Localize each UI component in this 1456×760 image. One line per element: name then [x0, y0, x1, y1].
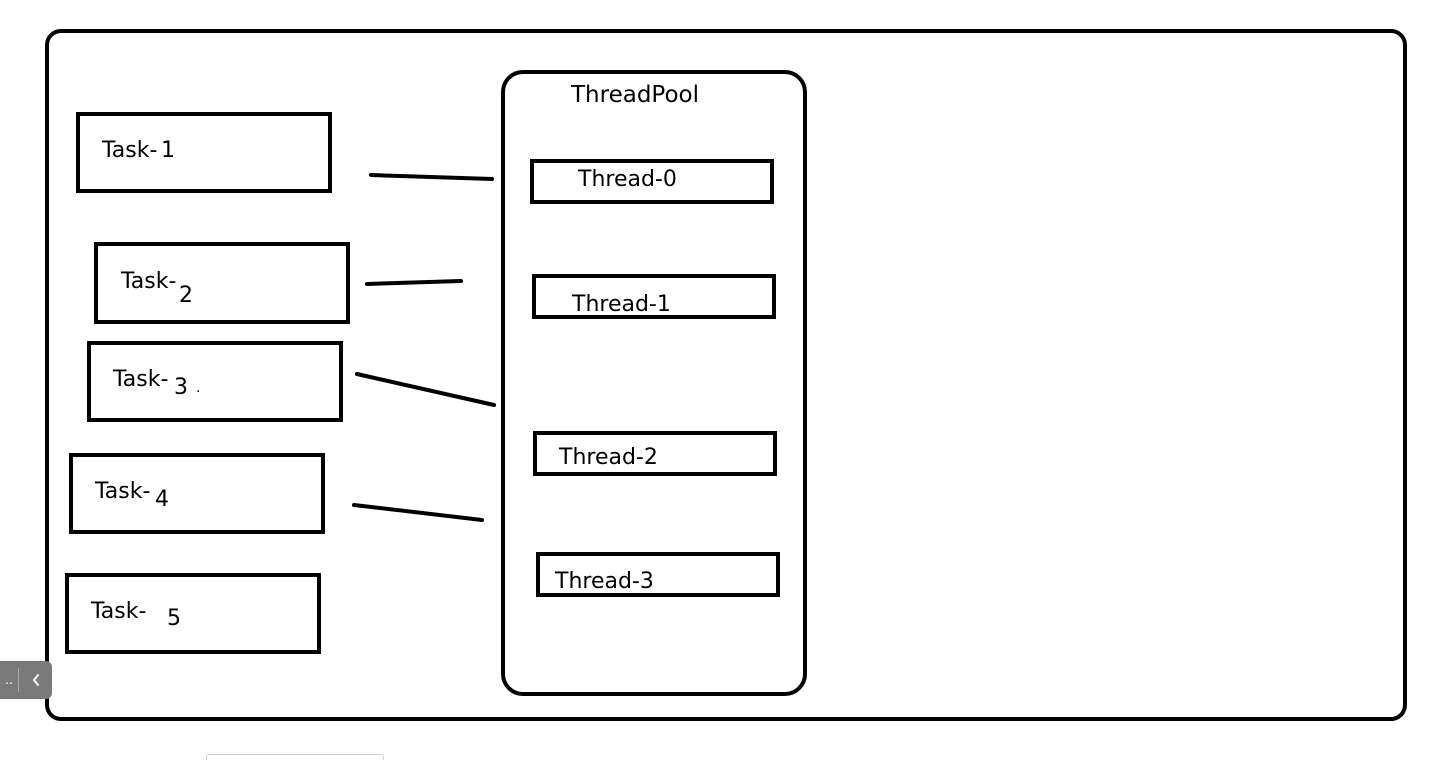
task-3-stray-mark: . [196, 380, 201, 396]
task-box-2 [94, 242, 350, 324]
thread-label-1: Thread-1 [572, 292, 671, 317]
thread-pool-frame [501, 70, 807, 696]
thread-box-2 [533, 431, 777, 476]
task-number-3: 3 [174, 375, 188, 400]
task-label-3: Task- [113, 367, 169, 392]
task-label-1: Task- [102, 138, 158, 163]
side-panel-handle[interactable]: .. [0, 661, 52, 699]
thread-box-1 [532, 274, 776, 319]
thread-label-0: Thread-0 [578, 167, 677, 192]
thread-box-0 [530, 159, 774, 204]
task-number-5: 5 [167, 606, 181, 631]
task-label-4: Task- [95, 479, 151, 504]
thread-pool-title: ThreadPool [571, 82, 700, 108]
task-label-2: Task- [121, 269, 177, 294]
task-box-3 [87, 341, 343, 422]
task-box-5 [65, 573, 321, 654]
bottom-tab-edge[interactable] [206, 754, 384, 760]
task-number-1: 1 [161, 138, 175, 163]
task-box-1 [76, 112, 332, 193]
side-handle-divider [18, 668, 19, 692]
side-handle-ellipsis: .. [5, 673, 13, 687]
task-number-2: 2 [179, 283, 193, 308]
task-number-4: 4 [155, 487, 169, 512]
thread-box-3 [536, 552, 780, 597]
task-box-4 [69, 453, 325, 534]
thread-label-2: Thread-2 [559, 445, 658, 470]
task-label-5: Task- [91, 599, 147, 624]
thread-label-3: Thread-3 [555, 569, 654, 594]
outer-frame [45, 29, 1407, 721]
chevron-left-icon[interactable] [19, 673, 52, 687]
